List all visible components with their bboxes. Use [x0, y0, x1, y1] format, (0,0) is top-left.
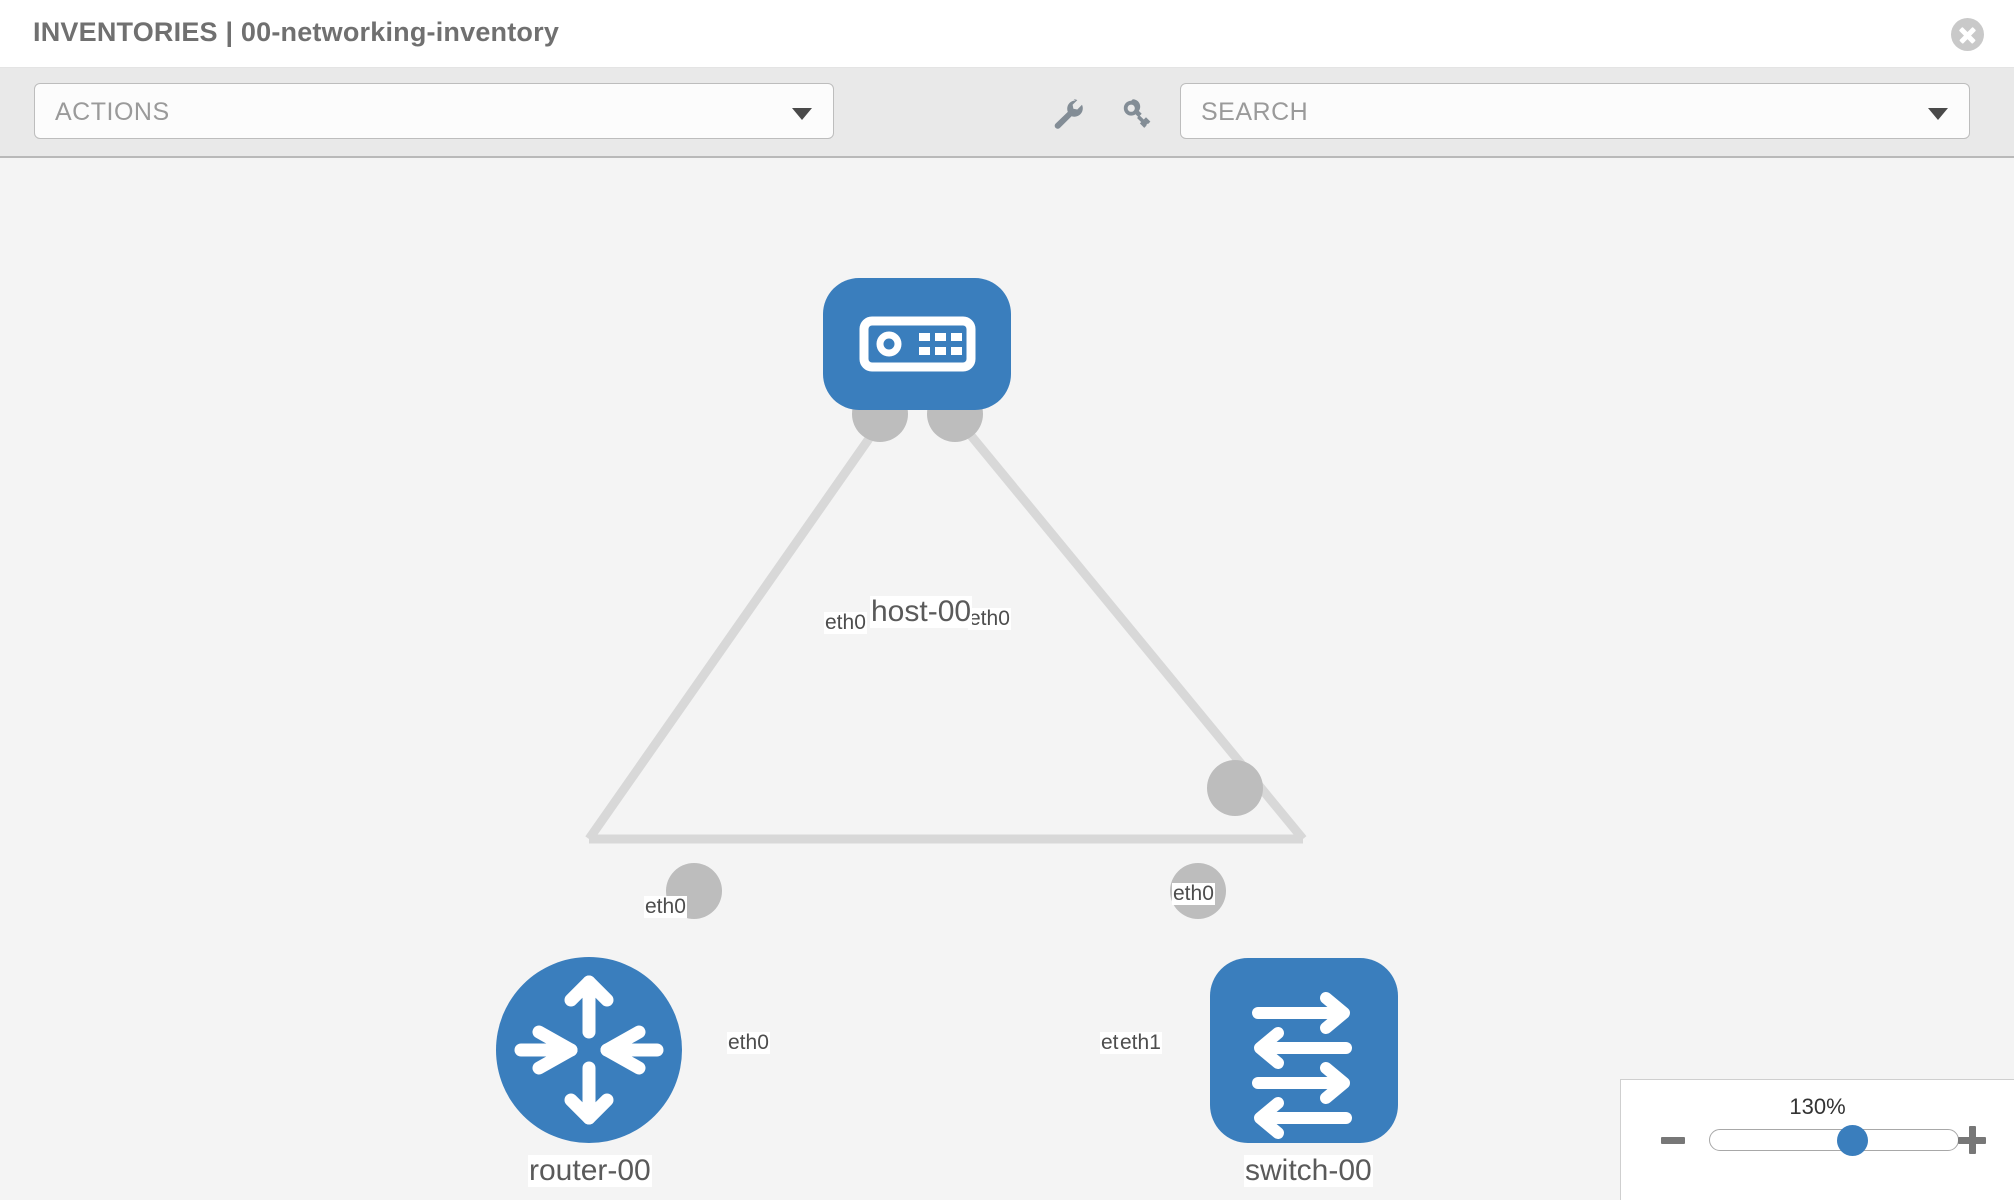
chevron-down-icon[interactable]	[1928, 108, 1948, 120]
chevron-down-icon	[792, 108, 812, 120]
router-right-iface-label: eth0	[727, 1031, 770, 1055]
switch-left-iface-label-b: eth1	[1119, 1031, 1162, 1055]
node-host-00-shape[interactable]	[823, 278, 1011, 410]
actions-dropdown-label: ACTIONS	[55, 98, 170, 126]
switch-00-label: switch-00	[1244, 1154, 1373, 1187]
key-icon[interactable]	[1117, 94, 1157, 134]
node-switch-00[interactable]	[1210, 958, 1398, 1143]
node-router-00[interactable]	[496, 957, 682, 1143]
nub-switch00-top	[1207, 760, 1263, 816]
page-header: INVENTORIES | 00-networking-inventory	[0, 0, 2014, 68]
close-icon[interactable]	[1951, 18, 1984, 51]
actions-dropdown[interactable]: ACTIONS	[34, 83, 834, 139]
router-arrows-icon	[514, 975, 664, 1125]
page-title: INVENTORIES | 00-networking-inventory	[33, 17, 560, 47]
router-up-iface-label: eth0	[644, 895, 687, 919]
host-right-iface-label: eth0	[968, 607, 1011, 631]
toolbar: ACTIONS SEARCH	[0, 68, 2014, 158]
search-input-placeholder: SEARCH	[1201, 98, 1309, 126]
zoom-control-panel: 130%	[1620, 1079, 2014, 1200]
zoom-level-label: 130%	[1789, 1094, 1846, 1119]
wrench-icon[interactable]	[1048, 94, 1088, 134]
zoom-out-button[interactable]	[1661, 1137, 1685, 1144]
host-left-iface-label: eth0	[824, 611, 867, 635]
switch-up-iface-label: eth0	[1172, 882, 1215, 906]
node-host-00[interactable]	[823, 278, 1011, 410]
switch-arrows-icon	[1252, 992, 1352, 1139]
zoom-slider-thumb[interactable]	[1837, 1125, 1868, 1156]
search-input[interactable]: SEARCH	[1180, 83, 1970, 139]
router-00-label: router-00	[528, 1154, 652, 1187]
server-icon	[859, 316, 976, 372]
topology-graph	[496, 278, 1398, 1143]
edge-host00-router00[interactable]	[585, 367, 921, 842]
node-router-00-shape[interactable]	[496, 957, 682, 1143]
zoom-in-button[interactable]	[1958, 1126, 1986, 1154]
zoom-slider-track[interactable]	[1709, 1129, 1959, 1151]
topology-canvas[interactable]: eth0 eth0 eth0 eth0 eth0 eth eth1 host-0…	[0, 158, 2014, 1200]
host-00-label: host-00	[870, 595, 973, 628]
